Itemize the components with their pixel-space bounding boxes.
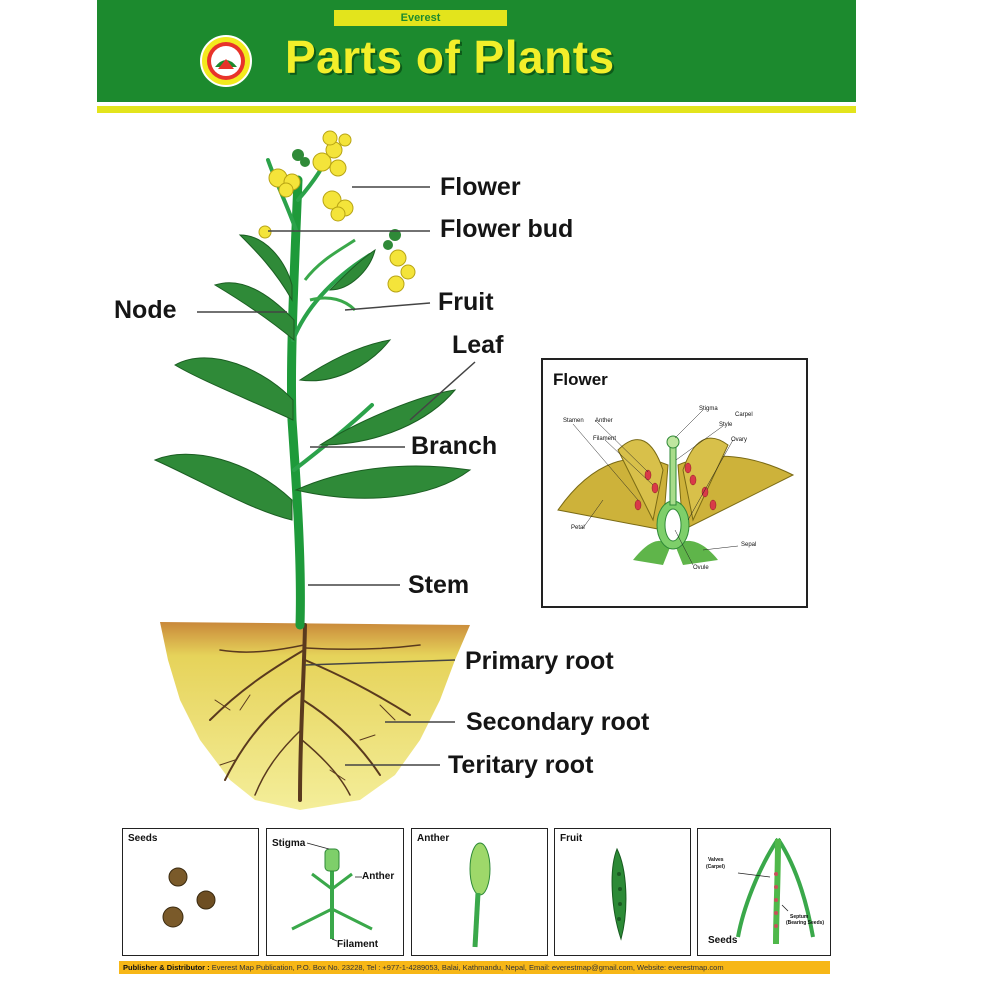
thumb-pod: Valves (Carpel) Septum (Bearing Seeds) S… xyxy=(697,828,831,956)
thumb-carpel-label: (Carpel) xyxy=(706,864,725,870)
thumb-septum-label: Septum xyxy=(790,914,809,920)
publisher-footer: Publisher & Distributor : Everest Map Pu… xyxy=(119,961,830,974)
label-branch: Branch xyxy=(411,432,498,460)
thumb-seeds: Seeds xyxy=(122,828,259,956)
flower-part-ovule: Ovule xyxy=(693,565,709,571)
label-tertiary-root: Teritary root xyxy=(448,751,594,779)
thumb-stamen: Stigma Anther Filament xyxy=(266,828,404,956)
soil xyxy=(160,622,470,810)
footer-text: Everest Map Publication, P.O. Box No. 23… xyxy=(211,963,724,972)
pod-illustration xyxy=(736,837,815,945)
thumb-seeds-label: Seeds xyxy=(708,935,738,946)
label-fruit: Fruit xyxy=(438,288,494,316)
flower-part-style: Style xyxy=(719,422,733,428)
label-secondary-root: Secondary root xyxy=(466,708,650,736)
flower-part-petal: Petal xyxy=(571,525,585,531)
fruit-illustration xyxy=(611,847,627,941)
flower-cross-section xyxy=(557,409,795,566)
publisher-logo-icon xyxy=(200,35,252,87)
flower-part-ovary: Ovary xyxy=(731,437,748,443)
thumb-fruit: Fruit xyxy=(554,828,691,956)
thumb-anther-title: Anther xyxy=(417,833,450,844)
stamen-illustration xyxy=(291,842,373,942)
flower-inset: Flower Stamen Anther Filame xyxy=(541,358,808,608)
thumb-valves-label: Valves xyxy=(708,857,724,863)
flowers xyxy=(258,130,416,293)
label-node: Node xyxy=(114,296,177,324)
label-primary-root: Primary root xyxy=(465,647,614,675)
label-flower-bud: Flower bud xyxy=(440,215,574,243)
flower-part-stigma: Stigma xyxy=(699,406,718,412)
header-banner: Everest Parts of Plants xyxy=(97,0,856,115)
brand-name: Everest xyxy=(334,10,507,26)
flower-part-carpel: Carpel xyxy=(735,412,753,418)
thumb-seeds-title: Seeds xyxy=(128,833,158,844)
flower-part-anther: Anther xyxy=(595,418,613,424)
flower-part-sepal: Sepal xyxy=(741,542,757,548)
header-stripe xyxy=(97,106,856,113)
thumb-anther-label: Anther xyxy=(362,871,395,882)
leaves xyxy=(153,234,472,521)
seeds-illustration xyxy=(162,867,216,928)
thumb-anther: Anther xyxy=(411,828,548,956)
label-stem: Stem xyxy=(408,571,470,599)
label-leaf: Leaf xyxy=(452,331,504,359)
thumb-stigma-label: Stigma xyxy=(272,838,306,849)
footer-lead: Publisher & Distributor : xyxy=(123,963,210,972)
thumb-filament-label: Filament xyxy=(337,939,379,950)
flower-part-stamen: Stamen xyxy=(563,418,584,424)
thumb-bearing-seeds-label: (Bearing Seeds) xyxy=(786,920,825,926)
thumb-fruit-title: Fruit xyxy=(560,833,583,844)
anther-illustration xyxy=(469,842,491,948)
roots xyxy=(209,623,421,802)
page-title: Parts of Plants xyxy=(285,31,615,83)
fruit-pods xyxy=(303,238,357,312)
leader-lines xyxy=(197,186,476,766)
label-flower: Flower xyxy=(440,173,521,201)
flower-inset-title: Flower xyxy=(553,370,608,389)
flower-part-filament: Filament xyxy=(593,436,617,442)
